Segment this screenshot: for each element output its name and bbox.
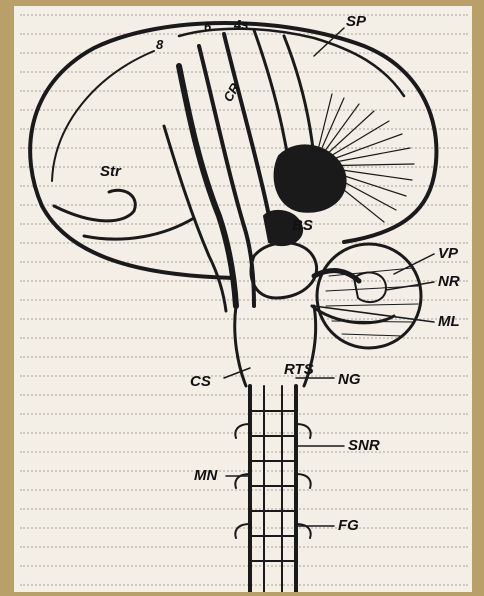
- pons-loop: [251, 243, 317, 298]
- label-cs: CS: [190, 374, 211, 389]
- gyrus-line-2: [179, 29, 404, 96]
- label-snr: SNR: [348, 438, 380, 453]
- leader-nr: [386, 282, 434, 290]
- label-vp: VP: [438, 246, 458, 261]
- label-sp: SP: [346, 14, 366, 29]
- label-str: Str: [100, 164, 121, 179]
- scanned-page: SP 8 6 4s CR Str BS VP NR ML CS RTS NG S…: [14, 6, 472, 592]
- thalamus-mass: [275, 145, 346, 211]
- label-ml: ML: [438, 314, 460, 329]
- label-4s: 4s: [234, 18, 248, 31]
- label-ng: NG: [338, 372, 361, 387]
- leader-cs: [224, 368, 250, 378]
- label-6: 6: [204, 20, 211, 33]
- root-right: [296, 424, 311, 538]
- label-nr: NR: [438, 274, 460, 289]
- gyrus-line-1: [52, 51, 154, 181]
- label-mn: MN: [194, 468, 217, 483]
- brain-pathways-diagram: [14, 6, 472, 592]
- cerebellum-outline: [317, 244, 421, 348]
- tract-a: [179, 66, 236, 306]
- label-fg: FG: [338, 518, 359, 533]
- root-left: [235, 424, 250, 538]
- striatum-contour: [54, 190, 135, 221]
- label-8: 8: [156, 38, 163, 51]
- spinal-segments: [250, 411, 296, 561]
- leader-ml: [314, 306, 434, 322]
- hemisphere-outline: [30, 23, 436, 278]
- nucleus-ruber: [354, 273, 386, 303]
- label-bs: BS: [292, 218, 313, 233]
- label-rts: RTS: [284, 362, 314, 377]
- tract-c: [224, 34, 269, 216]
